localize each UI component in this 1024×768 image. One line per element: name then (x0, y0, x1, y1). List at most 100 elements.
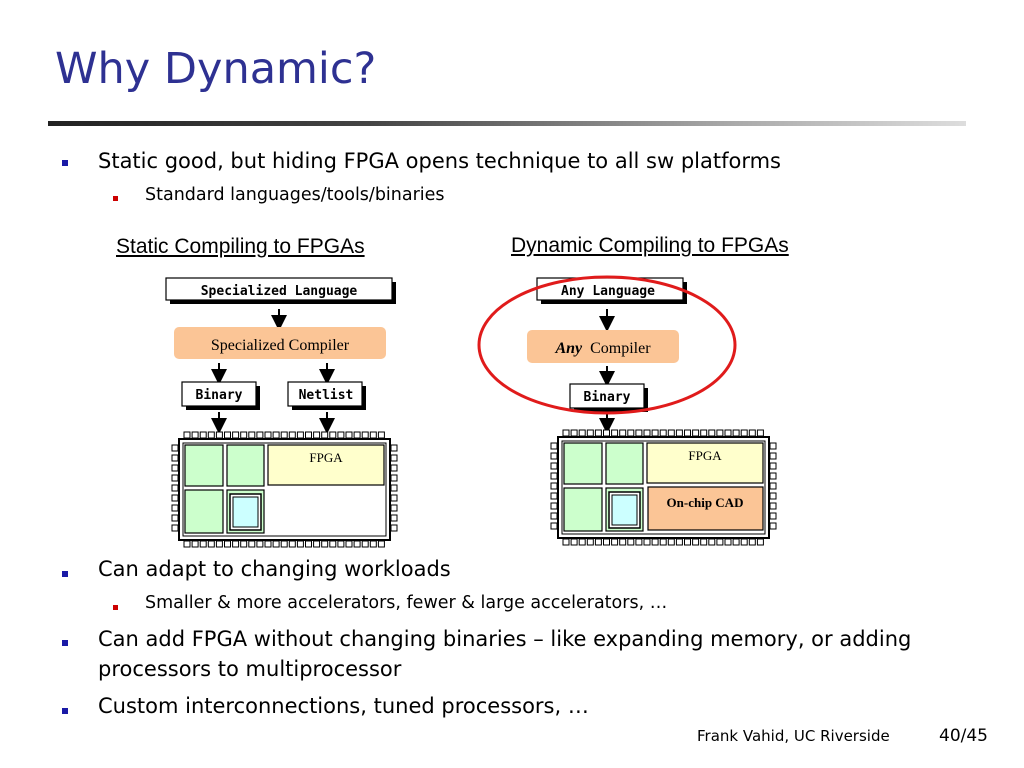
chip-pin (769, 522, 777, 530)
chip-pin (550, 482, 558, 490)
chip-pin (651, 538, 659, 546)
chip-pin (390, 474, 398, 482)
bullet-adapt-workloads: Can adapt to changing workloads (98, 557, 451, 581)
chip-pin (740, 429, 748, 437)
chip-pin (171, 464, 179, 472)
chip-pin (562, 429, 570, 437)
chip-pin (288, 540, 296, 548)
chip-pin (769, 512, 777, 520)
chip-pin (769, 442, 777, 450)
chip-pin (390, 514, 398, 522)
on-chip-cad-label: On-chip CAD (667, 495, 744, 510)
chip-pin (377, 431, 385, 439)
chip-pin (296, 540, 304, 548)
chip-pin (207, 540, 215, 548)
chip-pin (586, 538, 594, 546)
bullet-marker (62, 160, 68, 166)
sub-bullet-standard-languages: Standard languages/tools/binaries (145, 185, 445, 205)
chip-pin (248, 540, 256, 548)
static-binary-label: Binary (196, 388, 243, 403)
chip-pin (248, 431, 256, 439)
chip-pin (240, 431, 248, 439)
static-binary-box: Binary (181, 381, 260, 410)
chip-pin (716, 538, 724, 546)
sub-bullet-marker (113, 196, 118, 201)
processor-core (184, 444, 224, 487)
chip-pin (345, 540, 353, 548)
chip-pin (684, 538, 691, 546)
chip-pin (272, 431, 280, 439)
chip-pin (619, 538, 627, 546)
chip-pin (232, 431, 240, 439)
dynamic-language-box: Any Language (536, 277, 687, 304)
chip-pin (224, 431, 231, 439)
chip-pin (748, 538, 756, 546)
chip-pin (700, 429, 708, 437)
bullet-marker (62, 640, 68, 646)
chip-pin (635, 538, 643, 546)
processor-core (605, 442, 644, 485)
chip-pin (550, 502, 558, 510)
chip-pin (716, 429, 724, 437)
chip-pin (603, 429, 610, 437)
sub-bullet-marker (113, 605, 118, 610)
chip-pin (232, 540, 240, 548)
chip-pin (171, 494, 179, 502)
chip-pin (732, 429, 740, 437)
chip-pin (611, 429, 619, 437)
chip-pin (207, 431, 215, 439)
chip-pin (191, 431, 199, 439)
chip-pin (756, 429, 764, 437)
chip-pin (748, 429, 756, 437)
chip-pin (651, 429, 659, 437)
chip-pin (390, 454, 398, 462)
processor-core (226, 444, 265, 487)
chip-pin (550, 522, 558, 530)
highlight-circle (477, 275, 737, 415)
chip-pin (215, 540, 223, 548)
chip-pin (361, 431, 369, 439)
chip-pin (578, 429, 586, 437)
chip-pin (724, 538, 732, 546)
chip-pin (684, 429, 691, 437)
bullet-marker (62, 708, 68, 714)
chip-pin (390, 484, 398, 492)
chip-pin (562, 538, 570, 546)
processor-core (563, 487, 603, 532)
cache-block (611, 494, 638, 526)
chip-pins (550, 429, 777, 546)
chip-pin (570, 538, 578, 546)
chip-pin (627, 538, 635, 546)
chip-pin (296, 431, 304, 439)
chip-pin (756, 538, 764, 546)
any-emphasis: Any (554, 340, 583, 357)
chip-pin (692, 538, 700, 546)
chip-pin (611, 538, 619, 546)
chip-pin (594, 429, 602, 437)
chip-pin (627, 429, 635, 437)
chip-pin (586, 429, 594, 437)
chip-pin (215, 431, 223, 439)
chip-pin (264, 540, 272, 548)
chip-pin (171, 514, 179, 522)
dynamic-language-label: Any Language (561, 284, 655, 299)
chip-pin (361, 540, 369, 548)
chip-pin (700, 538, 708, 546)
chip-pin (692, 429, 700, 437)
chip-pin (550, 492, 558, 500)
chip-pin (724, 429, 732, 437)
chip-pin (183, 540, 191, 548)
chip-pin (769, 502, 777, 510)
compiler-word: Compiler (590, 340, 651, 357)
chip-pin (390, 524, 398, 532)
chip-pin (594, 538, 602, 546)
chip-pin (550, 452, 558, 460)
chip-pin (240, 540, 248, 548)
chip-pin (183, 431, 191, 439)
title-divider (48, 121, 966, 126)
cache-block (232, 496, 259, 528)
chip-pin (578, 538, 586, 546)
chip-pin (643, 538, 651, 546)
chip-pin (570, 429, 578, 437)
